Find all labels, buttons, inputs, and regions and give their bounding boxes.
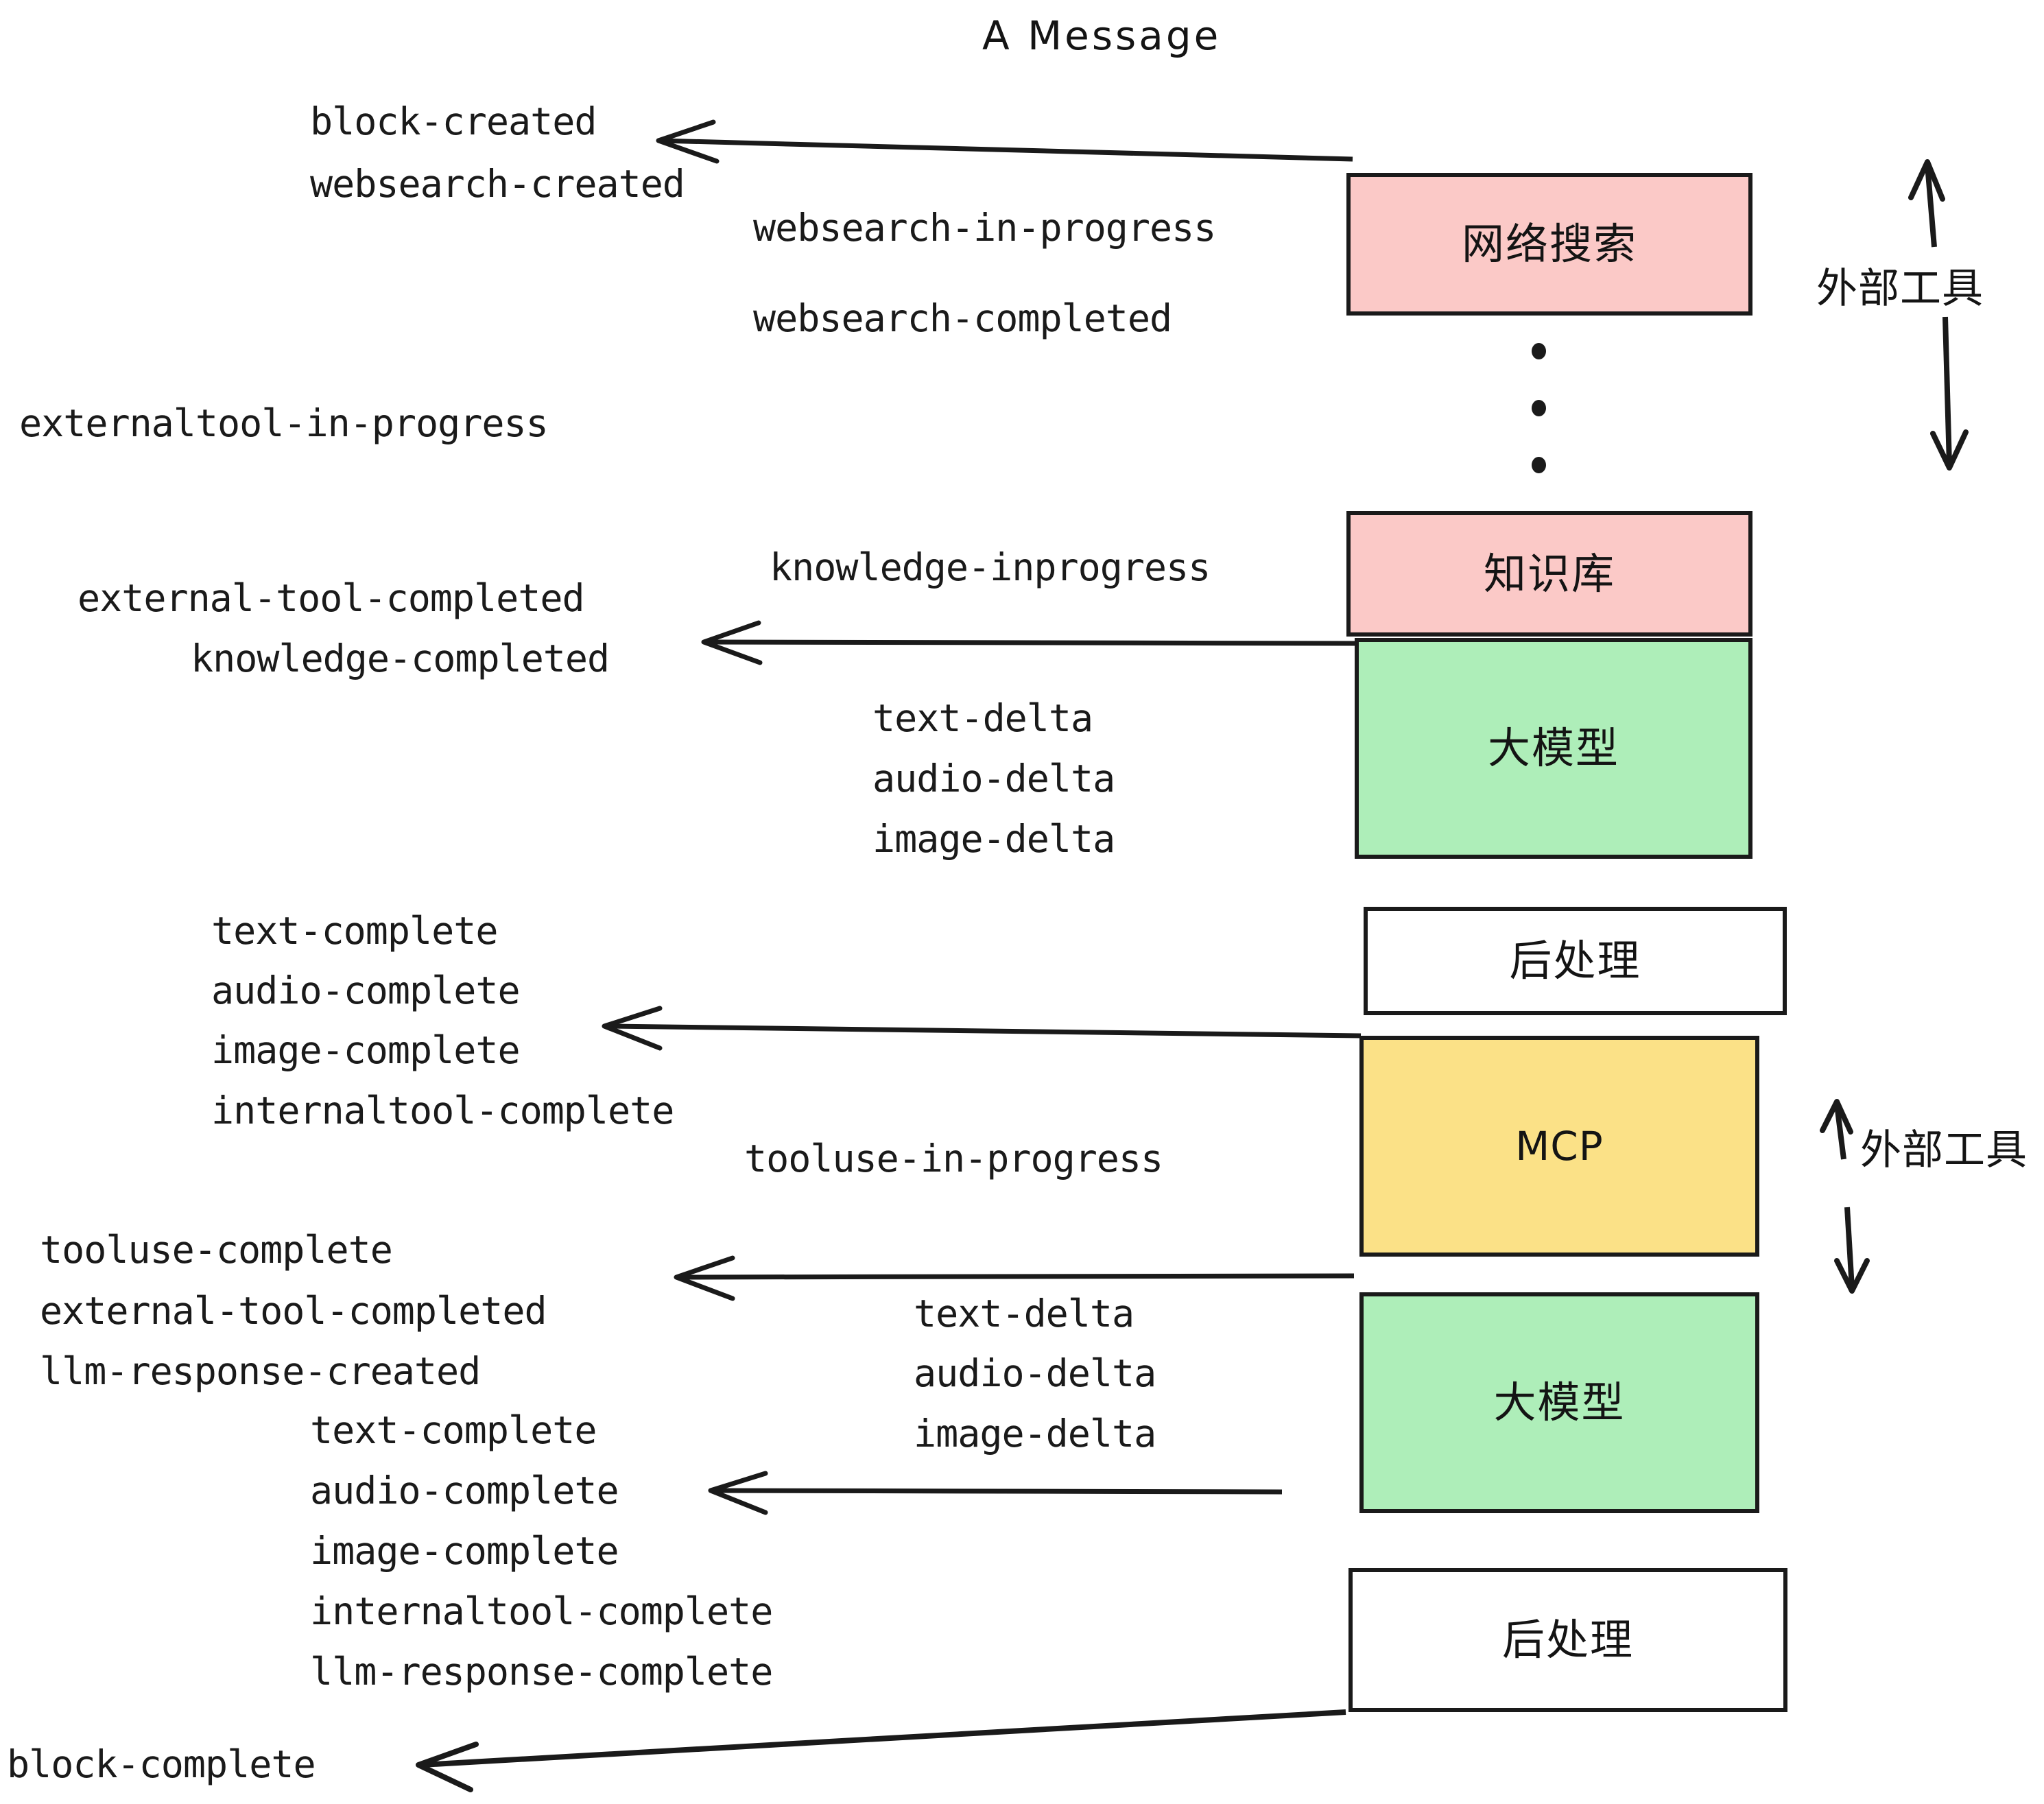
external-tools-arrow-top	[1908, 159, 1969, 471]
arrow-knowledge-to-completed	[701, 620, 1357, 665]
box-postprocess-1-label: 后处理	[1509, 936, 1641, 986]
event-block-created: block-created	[310, 99, 597, 143]
box-postprocess-2[interactable]: 后处理	[1348, 1568, 1787, 1712]
event-external-tool-completed-1: external-tool-completed	[78, 576, 585, 620]
event-knowledge-completed: knowledge-completed	[191, 637, 610, 680]
event-image-delta-1: image-delta	[872, 817, 1115, 861]
box-llm-2[interactable]: 大模型	[1359, 1292, 1759, 1513]
event-websearch-in-progress: websearch-in-progress	[753, 206, 1216, 250]
event-audio-complete-1: audio-complete	[211, 969, 521, 1012]
box-knowledgebase[interactable]: 知识库	[1346, 511, 1752, 637]
external-tools-label-bottom: 外部工具	[1860, 1126, 2028, 1174]
box-llm-1-label: 大模型	[1487, 723, 1619, 773]
event-text-delta-1: text-delta	[872, 696, 1093, 740]
dot-3	[1531, 457, 1546, 473]
box-mcp[interactable]: MCP	[1359, 1036, 1759, 1257]
event-text-delta-2: text-delta	[914, 1292, 1134, 1336]
event-image-delta-2: image-delta	[914, 1412, 1156, 1456]
box-mcp-label: MCP	[1515, 1123, 1604, 1170]
box-postprocess-2-label: 后处理	[1501, 1615, 1634, 1665]
event-audio-delta-2: audio-delta	[914, 1351, 1156, 1395]
arrow-postprocess-to-block-complete	[416, 1709, 1346, 1792]
event-audio-complete-2: audio-complete	[310, 1469, 619, 1512]
event-llm-response-complete: llm-response-complete	[310, 1650, 773, 1694]
event-websearch-created: websearch-created	[310, 162, 685, 206]
ellipsis-dots	[1531, 343, 1546, 473]
diagram-title: A Message	[982, 12, 1222, 59]
event-internaltool-complete-1: internaltool-complete	[211, 1089, 674, 1132]
event-tooluse-complete: tooluse-complete	[40, 1228, 393, 1272]
event-knowledge-inprogress: knowledge-inprogress	[770, 545, 1211, 589]
arrow-llm2-to-audio-complete	[708, 1471, 1283, 1515]
event-llm-response-created: llm-response-created	[40, 1349, 481, 1393]
event-image-complete-1: image-complete	[211, 1028, 521, 1072]
box-websearch-label: 网络搜索	[1461, 219, 1637, 269]
event-text-complete-2: text-complete	[310, 1408, 597, 1452]
external-tools-label-top: 外部工具	[1816, 265, 1984, 313]
box-llm-2-label: 大模型	[1493, 1377, 1626, 1427]
box-websearch[interactable]: 网络搜索	[1346, 173, 1752, 316]
arrow-websearch-to-created	[656, 119, 1353, 164]
event-text-complete-1: text-complete	[211, 909, 498, 953]
event-external-tool-completed-2: external-tool-completed	[40, 1289, 547, 1333]
event-internaltool-complete-2: internaltool-complete	[310, 1589, 773, 1633]
event-image-complete-2: image-complete	[310, 1529, 619, 1573]
dot-1	[1531, 343, 1546, 359]
box-llm-1[interactable]: 大模型	[1355, 638, 1752, 859]
event-audio-delta-1: audio-delta	[872, 757, 1115, 800]
box-postprocess-1[interactable]: 后处理	[1364, 907, 1787, 1015]
event-tooluse-in-progress: tooluse-in-progress	[744, 1137, 1163, 1180]
arrow-mcp-to-image-complete	[602, 1006, 1362, 1051]
event-block-complete: block-complete	[7, 1742, 316, 1786]
event-externaltool-in-progress: externaltool-in-progress	[19, 401, 549, 445]
dot-2	[1531, 400, 1546, 416]
box-knowledgebase-label: 知识库	[1483, 548, 1615, 599]
event-websearch-completed: websearch-completed	[753, 296, 1172, 340]
